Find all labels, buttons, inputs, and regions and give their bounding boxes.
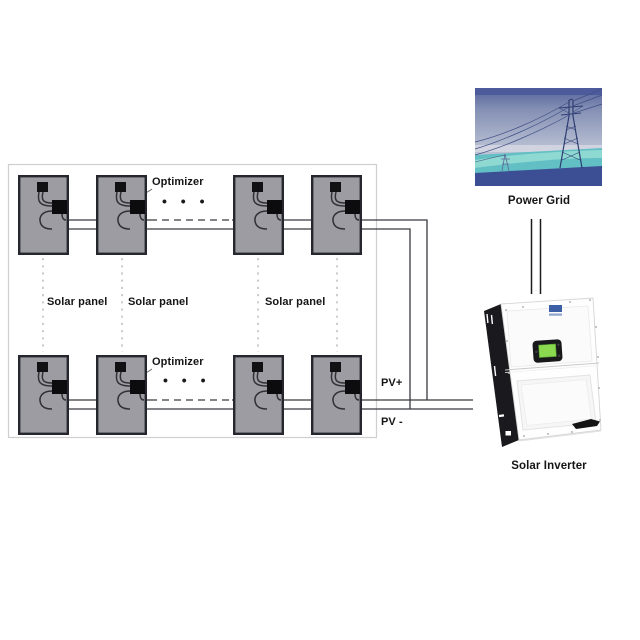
pv-plus-label: PV+ [381, 377, 403, 389]
continuation-dots-top: • • • [162, 193, 210, 209]
wire [232, 219, 428, 400]
power-lines [474, 88, 603, 163]
array-frame [7, 163, 378, 439]
optimizer-label-top: Optimizer [152, 176, 204, 188]
solar-panel [232, 355, 284, 435]
inverter-handle [572, 419, 600, 429]
transmission-tower-icon [558, 98, 584, 169]
lcd-screen-icon [538, 343, 557, 358]
solar-panel-label-3: Solar panel [265, 296, 326, 308]
heatsink-vents [486, 313, 505, 418]
panel-guide-lines [42, 258, 338, 352]
optimizer-label-bottom: Optimizer [152, 356, 204, 368]
solar-panel [232, 174, 284, 255]
pv-minus-label: PV - [381, 416, 403, 428]
power-grid-label: Power Grid [507, 195, 571, 207]
wire [27, 228, 411, 409]
solar-panel [311, 355, 362, 435]
solar-panel-label-2: Solar panel [128, 296, 189, 308]
solar-panel [95, 355, 148, 435]
grid-connection-wires [530, 219, 542, 294]
continuation-dots-bottom: • • • [163, 372, 211, 388]
brand-logo [549, 305, 562, 312]
solar-panel [311, 174, 362, 255]
solar-panel [18, 355, 70, 435]
solar-inverter-label: Solar Inverter [511, 460, 587, 472]
solar-panel-label-1: Solar panel [47, 296, 108, 308]
solar-inverter-image [484, 297, 602, 447]
power-grid-image [474, 88, 603, 186]
distant-transmission-tower-icon [501, 153, 510, 172]
solar-panel [95, 174, 148, 255]
inverter-heatsink-side [484, 304, 519, 447]
inverter-display [532, 339, 563, 363]
solar-panel [18, 174, 70, 255]
screws [505, 299, 601, 437]
